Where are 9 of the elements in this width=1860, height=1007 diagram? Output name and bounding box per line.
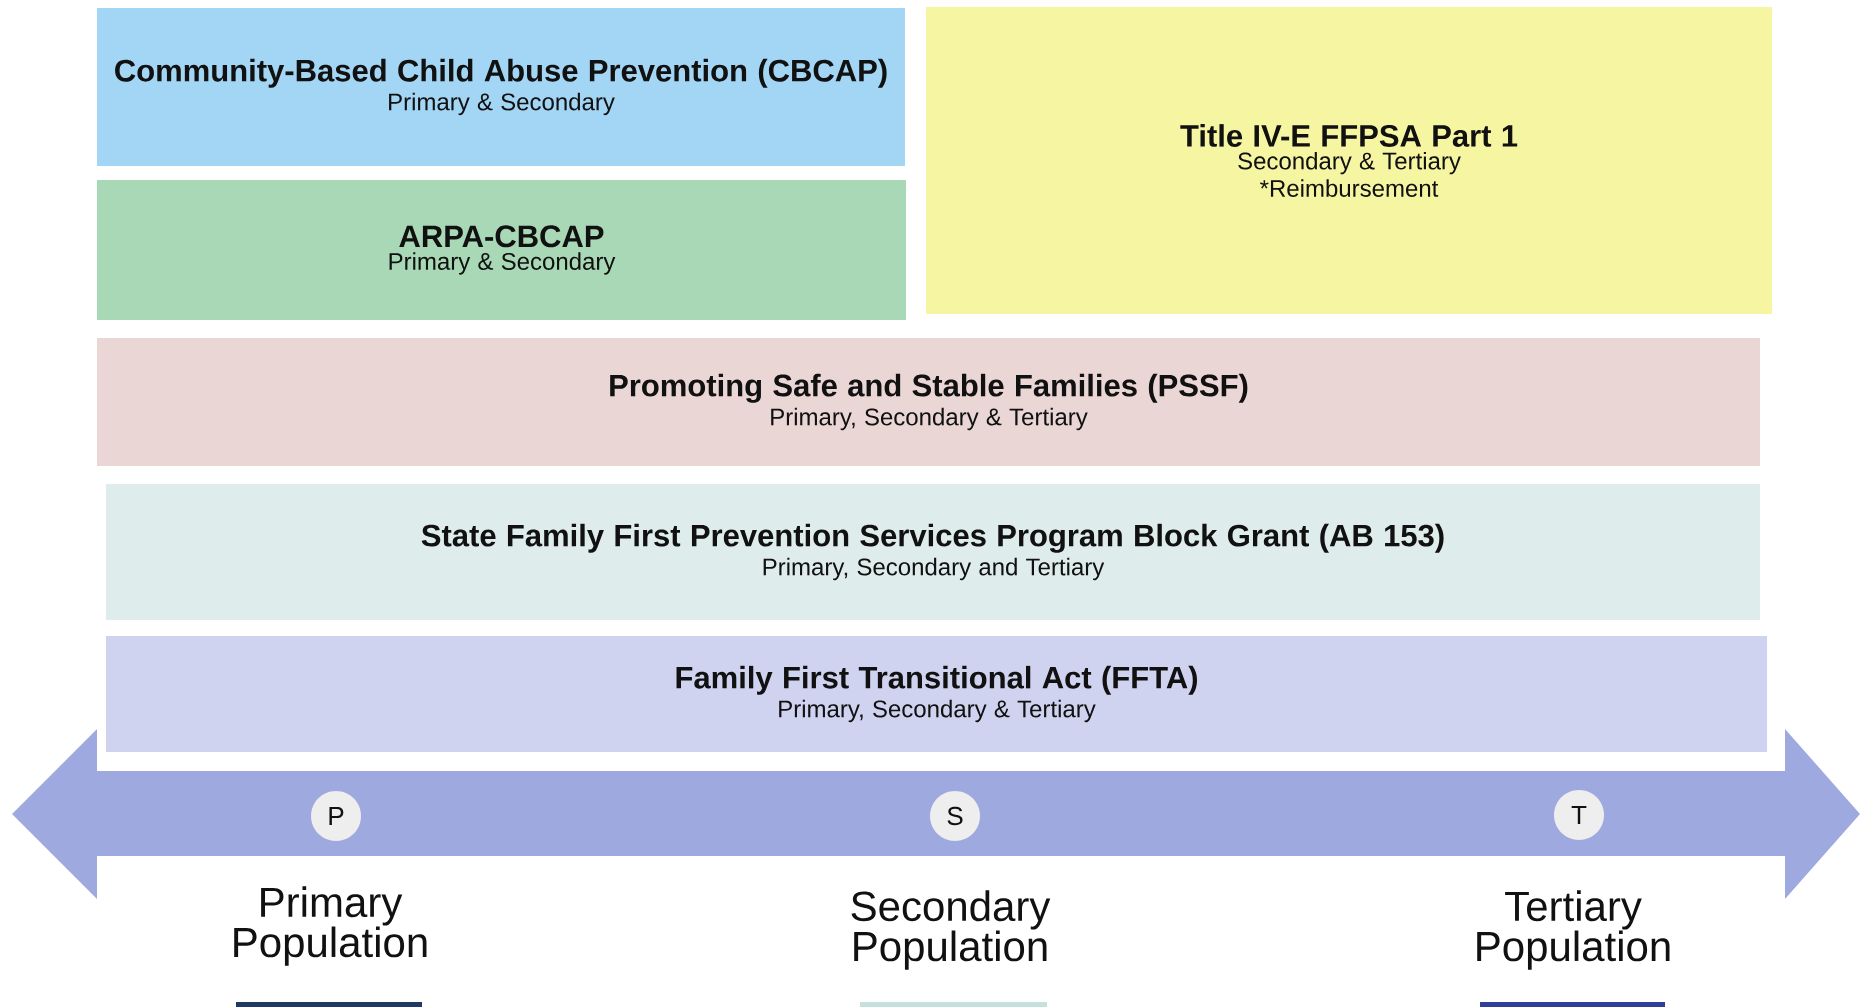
program-box: Community-Based Child Abuse Prevention (CBCAP) Primary & Secondary (97, 8, 905, 166)
population-label: Primary Population (234, 886, 427, 966)
population-label: Secondary Population (851, 890, 1051, 970)
program-box: State Family First Prevention Services Program Block Grant (AB 153) Primary, Secondary and Tertiary (106, 484, 1760, 620)
program-box: ARPA-CBCAP Primary & Secondary (97, 180, 906, 320)
population-label: Tertiary Population (1477, 890, 1670, 970)
program-box: Family First Transitional Act (FFTA) Primary, Secondary & Tertiary (106, 636, 1767, 752)
program-box: Title IV-E FFPSA Part 1 Secondary & Tertiary *Reimbursement (926, 7, 1772, 314)
program-box: Promoting Safe and Stable Families (PSSF) Primary, Secondary & Tertiary (97, 338, 1760, 466)
